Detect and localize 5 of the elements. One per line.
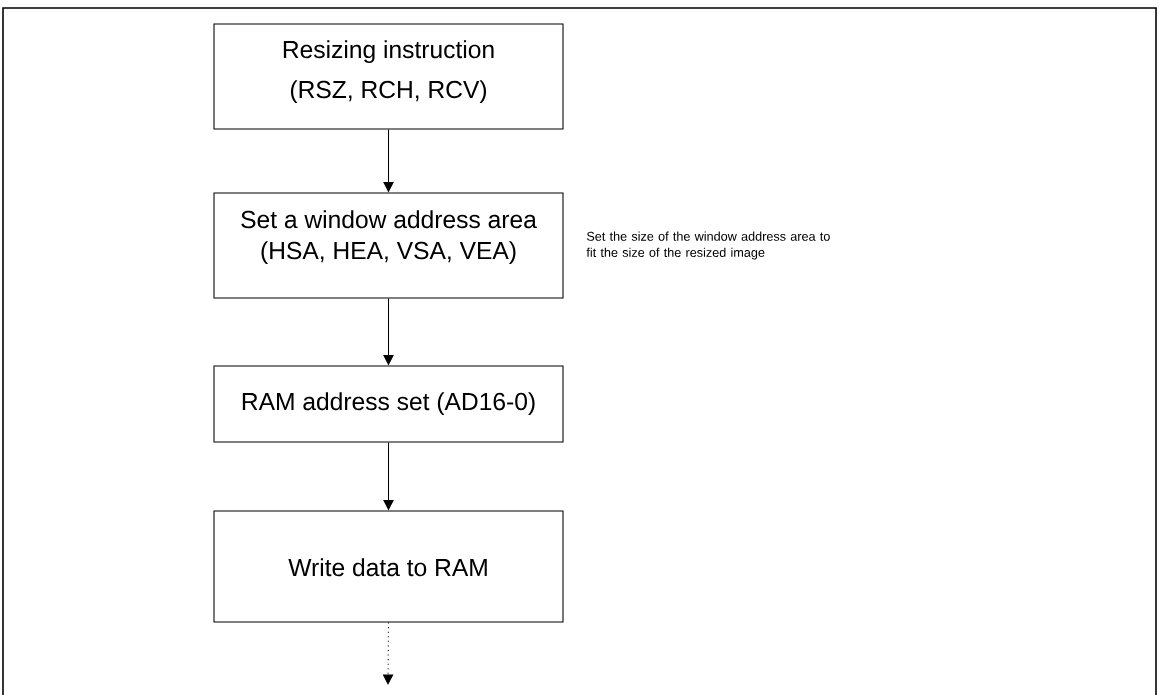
process-box: Resizing instruction (RSZ, RCH, RCV) (213, 23, 564, 130)
process-box: Write data to RAM (213, 510, 564, 623)
process-box: Set a window address area (HSA, HEA, VSA, VEA) (213, 192, 564, 299)
process-box: RAM address set (AD16-0) (213, 365, 564, 443)
note-text: Set the size of the window address area to fit the size of the resized image (586, 231, 830, 260)
